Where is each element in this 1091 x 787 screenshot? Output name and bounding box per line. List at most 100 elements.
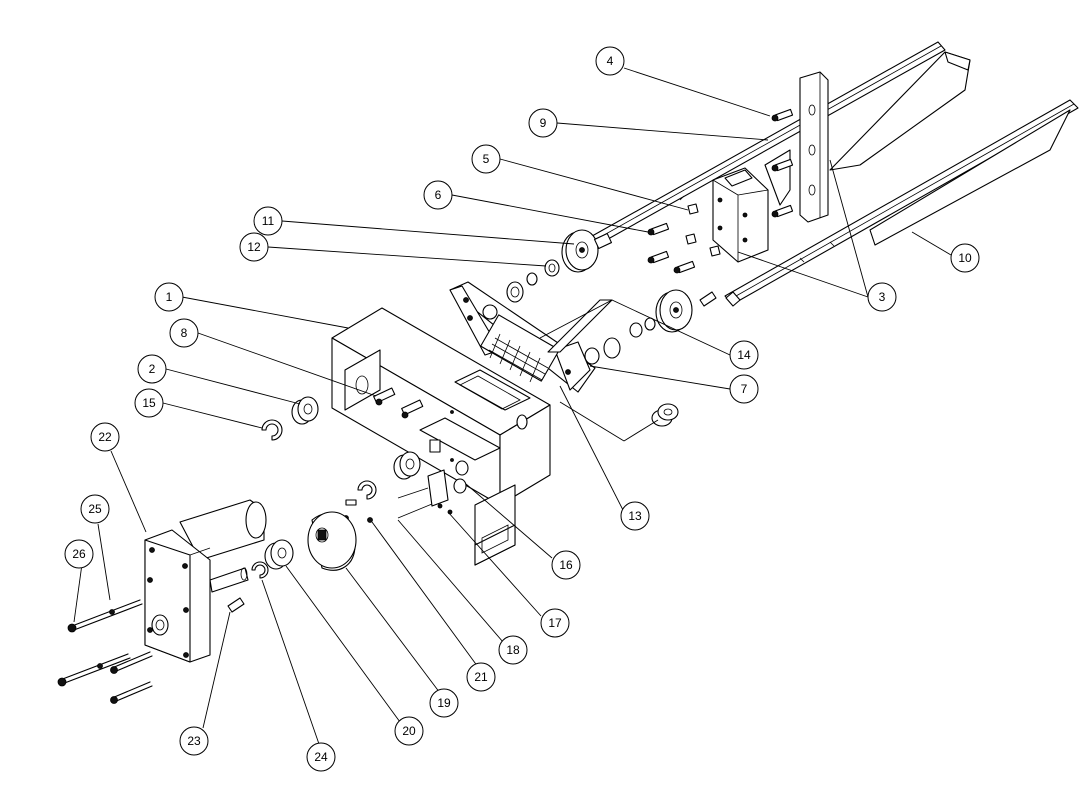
leader-18 (397, 519, 504, 643)
leader-22 (110, 450, 147, 533)
callout-20: 20 (394, 716, 424, 746)
callout-1: 1 (154, 282, 184, 312)
leader-10 (911, 231, 952, 256)
hub-20 (251, 539, 294, 579)
leader-3b (829, 159, 869, 298)
leader-14 (539, 299, 731, 356)
svg-text:17: 17 (548, 616, 562, 630)
leader-12 (267, 246, 547, 267)
leader-lines (73, 67, 952, 745)
svg-text:5: 5 (483, 152, 490, 166)
leader-13c (623, 419, 659, 442)
motor-gearbox (144, 499, 267, 663)
hub-12 (506, 259, 560, 303)
svg-text:23: 23 (187, 734, 201, 748)
leader-8 (197, 332, 377, 397)
svg-text:11: 11 (262, 214, 275, 228)
svg-text:3: 3 (879, 290, 886, 304)
callout-22: 22 (90, 422, 120, 452)
callout-17: 17 (540, 608, 570, 638)
svg-text:10: 10 (958, 251, 972, 265)
svg-text:21: 21 (474, 670, 488, 684)
svg-text:14: 14 (737, 348, 751, 362)
callout-25: 25 (80, 494, 110, 524)
switch-assembly (343, 451, 469, 523)
leader-6 (451, 194, 649, 233)
svg-text:18: 18 (506, 643, 520, 657)
callout-16: 16 (551, 550, 581, 580)
callout-6: 6 (423, 180, 453, 210)
callout-15: 15 (134, 388, 164, 418)
callout-balloons: 1 2 3 4 5 6 7 8 9 10 11 12 13 14 15 16 1… (64, 46, 980, 772)
callout-3: 3 (867, 282, 897, 312)
leader-13b (559, 401, 625, 442)
svg-text:19: 19 (437, 696, 451, 710)
leader-3a (737, 251, 869, 298)
callout-14: 14 (729, 340, 759, 370)
svg-text:13: 13 (628, 509, 642, 523)
callout-2: 2 (137, 354, 167, 384)
leader-7 (589, 365, 731, 390)
callout-24: 24 (306, 742, 336, 772)
callout-12: 12 (239, 232, 269, 262)
leader-15 (162, 402, 263, 429)
callout-10: 10 (950, 243, 980, 273)
cam-disc-19 (307, 511, 357, 571)
callout-4: 4 (595, 46, 625, 76)
callout-9: 9 (528, 108, 558, 138)
housing-fasteners (261, 387, 424, 441)
svg-text:26: 26 (72, 547, 86, 561)
leader-20 (285, 565, 401, 723)
svg-text:22: 22 (98, 430, 112, 444)
svg-text:2: 2 (149, 362, 156, 376)
leader-4 (623, 67, 771, 117)
mounting-block (712, 167, 769, 263)
svg-text:15: 15 (142, 396, 156, 410)
leader-24 (261, 579, 320, 745)
vertical-bar (764, 71, 829, 223)
key-23 (227, 597, 245, 613)
bushing (651, 403, 679, 427)
leader-16 (465, 483, 553, 559)
svg-text:6: 6 (435, 188, 442, 202)
leader-19 (345, 567, 441, 694)
svg-text:25: 25 (88, 502, 102, 516)
callout-13: 13 (620, 501, 650, 531)
leader-9 (556, 122, 769, 141)
svg-text:9: 9 (540, 116, 547, 130)
leader-2 (165, 368, 301, 405)
leader-23 (202, 611, 231, 729)
gear-14 (629, 289, 717, 338)
leader-1 (181, 296, 349, 329)
leader-26 (73, 563, 83, 623)
svg-text:24: 24 (314, 750, 328, 764)
callout-19: 19 (429, 688, 459, 718)
svg-text:12: 12 (247, 240, 261, 254)
svg-text:20: 20 (402, 724, 416, 738)
gear-11 (561, 229, 613, 273)
svg-text:4: 4 (607, 54, 614, 68)
leader-25 (97, 523, 111, 601)
callout-5: 5 (471, 144, 501, 174)
callout-18: 18 (498, 635, 528, 665)
svg-text:1: 1 (166, 290, 173, 304)
callout-26: 26 (64, 539, 94, 569)
callout-21: 21 (466, 662, 496, 692)
roller-texture (488, 333, 549, 383)
svg-text:8: 8 (181, 326, 188, 340)
callout-8: 8 (169, 318, 199, 348)
leader-11 (281, 220, 575, 245)
leader-21 (371, 521, 479, 668)
svg-text:16: 16 (559, 558, 573, 572)
gearbox-bolts (57, 599, 153, 704)
lower-rail (724, 99, 1079, 307)
leader-17 (447, 511, 542, 617)
leader-13 (559, 385, 625, 513)
block-bolts (647, 108, 794, 274)
callout-11: 11 (253, 206, 283, 236)
callout-23: 23 (179, 726, 209, 756)
svg-text:7: 7 (741, 382, 748, 396)
callout-7: 7 (729, 374, 759, 404)
leader-5 (499, 158, 689, 211)
